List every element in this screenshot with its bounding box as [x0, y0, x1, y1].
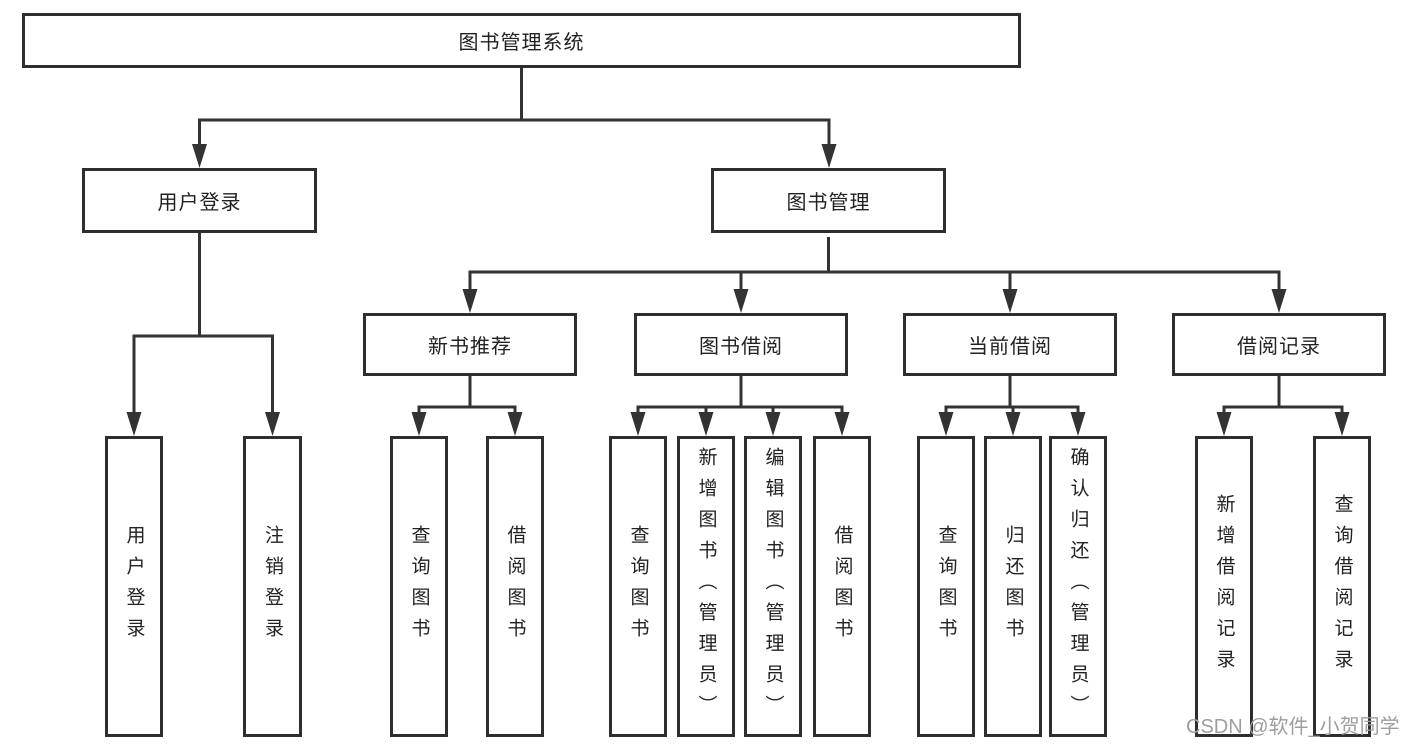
leaf-query-borrow-record: 查询借阅记录 [1313, 436, 1371, 737]
csdn-watermark: CSDN @软件_小贺同学 [1186, 716, 1400, 738]
node-borrow-records: 借阅记录 [1172, 313, 1386, 376]
node-root-system: 图书管理系统 [22, 13, 1021, 68]
node-new-book-recommend: 新书推荐 [363, 313, 577, 376]
node-current-borrow: 当前借阅 [903, 313, 1117, 376]
leaf-add-borrow-record: 新增借阅记录 [1195, 436, 1253, 737]
leaf-add-books-admin: 新增图书（管理员） [677, 436, 735, 737]
leaf-borrow-books: 借阅图书 [813, 436, 871, 737]
leaf-recommend-borrow-books: 借阅图书 [486, 436, 544, 737]
leaf-user-login: 用户登录 [105, 436, 163, 737]
leaf-edit-books-admin: 编辑图书（管理员） [744, 436, 802, 737]
leaf-recommend-query-books: 查询图书 [390, 436, 448, 737]
node-book-borrow: 图书借阅 [634, 313, 848, 376]
node-user-login-group: 用户登录 [82, 168, 317, 233]
leaf-logout: 注销登录 [243, 436, 302, 737]
leaf-current-query-books: 查询图书 [917, 436, 975, 737]
leaf-confirm-return-admin: 确认归还（管理员） [1049, 436, 1107, 737]
leaf-return-books: 归还图书 [984, 436, 1042, 737]
node-book-management: 图书管理 [711, 168, 946, 233]
leaf-borrow-query-books: 查询图书 [609, 436, 667, 737]
